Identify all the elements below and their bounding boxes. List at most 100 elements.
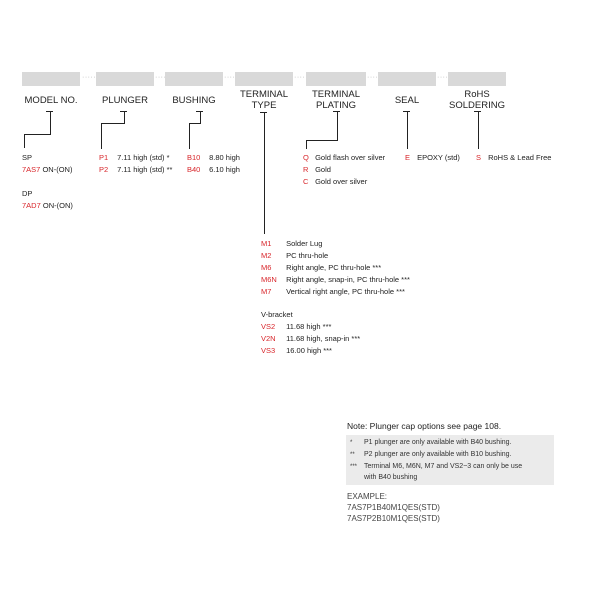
terminal-code: M1 (261, 239, 272, 248)
plating-connector-drop (306, 140, 307, 149)
model-code: 7AS7 (22, 165, 41, 174)
note-text: Terminal M6, M6N, M7 and VS2~3 can only … (364, 463, 523, 470)
plating-text: Gold (315, 165, 331, 174)
plating-connector-horizontal (306, 140, 338, 141)
bushing-box (165, 72, 223, 86)
bushing-connector-horizontal (189, 123, 201, 124)
header-seal: SEAL (394, 95, 420, 106)
model-group-dp: DP (22, 189, 33, 198)
bushing-text: 6.10 high (209, 165, 240, 174)
header-terminal-plating-line1: TERMINAL (311, 89, 361, 100)
bushing-connector-drop (189, 123, 190, 149)
header-rohs: RoHS SOLDERING (448, 89, 506, 111)
note-row: ***Terminal M6, M6N, M7 and VS2~3 can on… (350, 462, 522, 472)
plating-code: Q (303, 153, 309, 162)
terminal-code: M2 (261, 251, 272, 260)
example-label: EXAMPLE: (347, 492, 388, 501)
terminal-option-m1: M1 Solder Lug (261, 239, 322, 249)
separator-dots: ······· (224, 74, 244, 81)
vbracket-code: V2N (261, 334, 276, 343)
plunger-text: 7.11 high (std) ** (117, 165, 173, 174)
bushing-code: B10 (187, 153, 201, 162)
rohs-option-s: S RoHS & Lead Free (476, 153, 551, 163)
note-row: *P1 plunger are only available with B40 … (350, 438, 512, 448)
plunger-connector-vertical (124, 111, 125, 124)
plating-connector-vertical (337, 111, 338, 141)
rohs-box (448, 72, 506, 86)
plating-connector-tick (333, 111, 340, 112)
bushing-code: B40 (187, 165, 201, 174)
terminal-option-m7: M7 Vertical right angle, PC thru-hole **… (261, 287, 405, 297)
example-line: 7AS7P1B40M1QES(STD) (347, 503, 440, 512)
header-terminal-type: TERMINAL TYPE (235, 89, 293, 111)
header-terminal-plating-line2: PLATING (316, 100, 356, 111)
note-title: Note: Plunger cap options see page 108. (347, 421, 502, 431)
separator-dots: ······· (82, 74, 102, 81)
plunger-connector-tick (120, 111, 127, 112)
terminal-option-m6: M6 Right angle, PC thru-hole *** (261, 263, 381, 273)
plunger-code: P1 (99, 153, 109, 162)
terminal-code: M6N (261, 275, 277, 284)
vbracket-text: 11.68 high, snap-in *** (286, 334, 361, 343)
vbracket-code: VS2 (261, 322, 276, 331)
terminal-text: Vertical right angle, PC thru-hole *** (286, 287, 405, 296)
header-model: MODEL NO. (24, 95, 78, 106)
model-box (22, 72, 80, 86)
rohs-code: S (476, 153, 482, 162)
rohs-connector-tick (474, 111, 481, 112)
plunger-option-p1: P1 7.11 high (std) * (99, 153, 169, 163)
terminal-type-box (235, 72, 293, 86)
seal-text: EPOXY (std) (417, 153, 460, 162)
separator-dots: ······· (437, 74, 457, 81)
plunger-text: 7.11 high (std) * (117, 153, 170, 162)
seal-code: E (405, 153, 411, 162)
model-text: ON-(ON) (42, 201, 73, 210)
seal-connector-tick (403, 111, 410, 112)
plating-option-r: R Gold (303, 165, 331, 175)
plunger-connector-drop (101, 123, 102, 149)
terminal-text: Right angle, snap-in, PC thru-hole *** (286, 275, 410, 284)
seal-option-e: E EPOXY (std) (405, 153, 460, 163)
plunger-connector-horizontal (101, 123, 125, 124)
vbracket-code: VS3 (261, 346, 276, 355)
vbracket-option-v2n: V2N 11.68 high, snap-in *** (261, 334, 360, 344)
separator-dots: ······· (294, 74, 314, 81)
note-row: with B40 bushing (350, 473, 417, 482)
model-option-7ad7: 7AD7 ON-(ON) (22, 201, 73, 211)
plunger-option-p2: P2 7.11 high (std) ** (99, 165, 172, 175)
note-text: with B40 bushing (364, 474, 418, 481)
bushing-text: 8.80 high (209, 153, 240, 162)
separator-dots: ······· (155, 74, 175, 81)
plating-text: Gold over silver (315, 177, 368, 186)
seal-box (378, 72, 436, 86)
note-row: **P2 plunger are only available with B10… (350, 450, 512, 460)
model-connector-drop (24, 134, 25, 148)
terminal-code: M6 (261, 263, 272, 272)
vbracket-option-vs3: VS3 16.00 high *** (261, 346, 332, 356)
model-text: ON-(ON) (42, 165, 73, 174)
note-text: P1 plunger are only available with B40 b… (364, 439, 512, 446)
header-terminal-type-line1: TERMINAL (239, 89, 289, 100)
terminal-plating-box (306, 72, 366, 86)
model-code: 7AD7 (22, 201, 41, 210)
plunger-box (96, 72, 154, 86)
plunger-code: P2 (99, 165, 109, 174)
plating-option-q: Q Gold flash over silver (303, 153, 385, 163)
header-terminal-plating: TERMINAL PLATING (306, 89, 366, 111)
note-box (346, 435, 554, 485)
terminal-text: PC thru-hole (286, 251, 329, 260)
bushing-option-b40: B40 6.10 high (187, 165, 240, 175)
header-plunger: PLUNGER (102, 95, 148, 106)
plating-code: C (303, 177, 309, 186)
example-line: 7AS7P2B10M1QES(STD) (347, 514, 440, 523)
plating-text: Gold flash over silver (315, 153, 386, 162)
rohs-text: RoHS & Lead Free (488, 153, 552, 162)
seal-connector-vertical (407, 111, 408, 149)
vbracket-label: V-bracket (261, 310, 293, 319)
terminal-connector-vertical (264, 112, 265, 234)
rohs-connector-vertical (478, 111, 479, 149)
note-text: P2 plunger are only available with B10 b… (364, 451, 512, 458)
separator-dots: ······· (367, 74, 387, 81)
terminal-text: Solder Lug (286, 239, 323, 248)
model-connector-vertical (50, 111, 51, 135)
